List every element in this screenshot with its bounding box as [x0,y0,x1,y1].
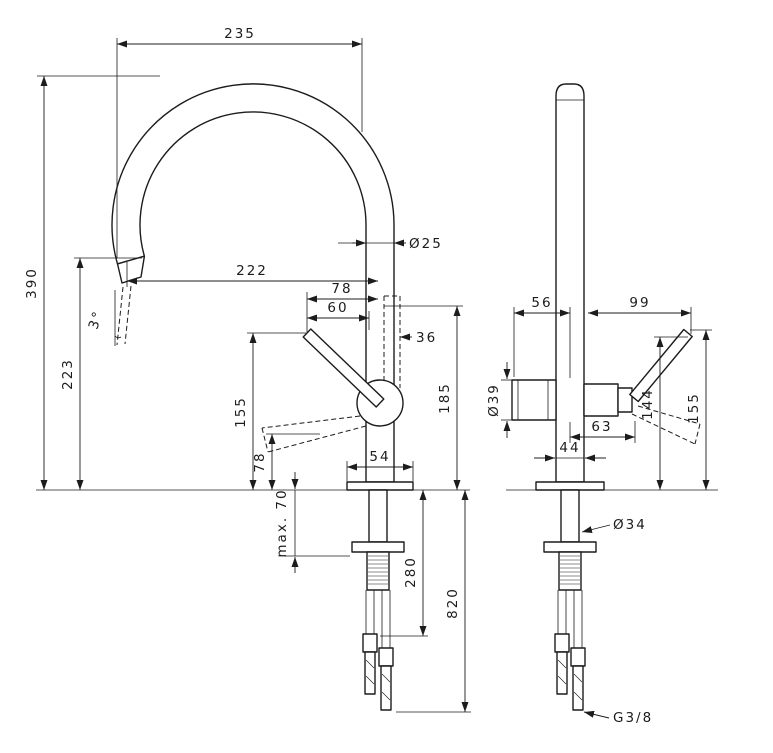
front-lever-swivel-dash-1 [261,415,361,429]
dim-label-54: 54 [369,449,390,465]
side-shank [560,489,580,543]
dim-label-60: 60 [327,300,348,316]
side-lever-swivel-dash-1 [637,405,701,425]
dimension-99: 99 [588,295,692,334]
dim-label-g38: G3/8 [613,710,653,726]
side-hose-b-fitting [572,665,584,711]
dim-label-dia34: Ø34 [613,517,647,533]
dimension-44: 44 [534,440,606,462]
dim-label-144: 144 [640,388,656,420]
dim-label-3deg: 3° [86,308,107,331]
side-hose-a-fitting [556,651,568,695]
front-angle-arc [114,335,122,339]
dimension-78-horizontal: 78 [306,281,378,332]
front-hose-a-fitting [364,651,376,695]
side-base-flange [535,481,605,491]
front-lever-swivel-dash-2 [267,425,367,453]
front-stream-dash-left [116,286,124,346]
dim-label-155-front: 155 [233,396,249,428]
dim-label-56: 56 [531,295,552,311]
dim-label-44: 44 [559,440,580,456]
front-hose-b-fitting-top [378,647,394,667]
side-mounting-plate [543,541,597,553]
dimension-280: 280 [380,490,428,637]
dim-label-390: 390 [24,267,40,299]
front-handle-lever [302,328,385,408]
dimension-36: 36 [400,330,437,346]
dimension-235: 235 [116,26,363,258]
dimension-185: 185 [384,305,463,490]
dim-label-235: 235 [224,26,256,42]
dimension-56: 56 [513,295,571,378]
side-threaded-shank [558,551,582,591]
dimension-54: 54 [346,449,414,481]
dim-label-78v: 78 [252,451,268,472]
dimension-60: 60 [307,300,370,330]
front-undercounter-assembly [351,489,405,711]
side-lever-swivel-dash-tip [694,423,701,445]
dim-label-dia25: Ø25 [409,236,443,252]
front-shank [368,489,388,543]
front-hose-b-fitting [380,665,392,711]
dim-label-max70: max. 70 [274,488,290,557]
dimension-angle-3deg: 3° [86,308,107,331]
dim-label-185: 185 [437,382,453,414]
dimension-g38: G3/8 [583,710,653,726]
side-column [555,83,585,483]
dimension-max70: max. 70 [274,472,299,573]
side-undercounter-assembly [543,489,597,711]
dimension-820: 820 [396,490,471,713]
front-base-flange [346,481,414,491]
side-hose-a-fitting-top [554,633,570,653]
front-stream-dash-right [124,285,132,345]
dimension-155-side: 155 [686,329,712,490]
dimension-144: 144 [640,336,688,490]
dim-label-223: 223 [60,358,76,390]
front-mounting-plate [351,541,405,553]
dim-label-36: 36 [416,330,437,346]
side-thread-hatch [560,555,580,585]
side-handle-base [583,383,619,417]
dim-label-dia39: Ø39 [486,383,502,417]
dim-label-222: 222 [236,263,268,279]
dimension-dia34: Ø34 [581,517,647,533]
dimension-78-vertical: 78 [252,433,320,490]
dimension-dia39: Ø39 [486,362,515,438]
dim-label-99: 99 [629,295,650,311]
side-handle-step [617,387,633,413]
dimension-390: 390 [24,75,160,490]
front-spout-outline [111,83,395,483]
front-threaded-shank [366,551,390,591]
dim-label-63: 63 [591,419,612,435]
dimension-63: 63 [569,419,636,443]
front-thread-hatch [368,555,388,585]
dimension-155-front: 155 [233,332,306,490]
dim-label-78h: 78 [331,281,352,297]
dimension-223: 223 [60,257,142,490]
front-lever-swivel-dash-tip [261,427,269,453]
front-view [111,83,414,711]
dim-label-280: 280 [403,556,419,588]
side-hose-b-fitting-top [570,647,586,667]
dimension-222: 222 [126,262,378,287]
front-hose-a-fitting-top [362,633,378,653]
side-valve-body [511,379,557,421]
side-lever-swivel-dash-2 [631,413,696,445]
dim-label-155-side: 155 [686,392,702,424]
front-aerator-tip [116,255,146,284]
side-view [511,83,701,711]
dimension-dia25: Ø25 [338,236,443,252]
dim-label-820: 820 [445,587,461,619]
